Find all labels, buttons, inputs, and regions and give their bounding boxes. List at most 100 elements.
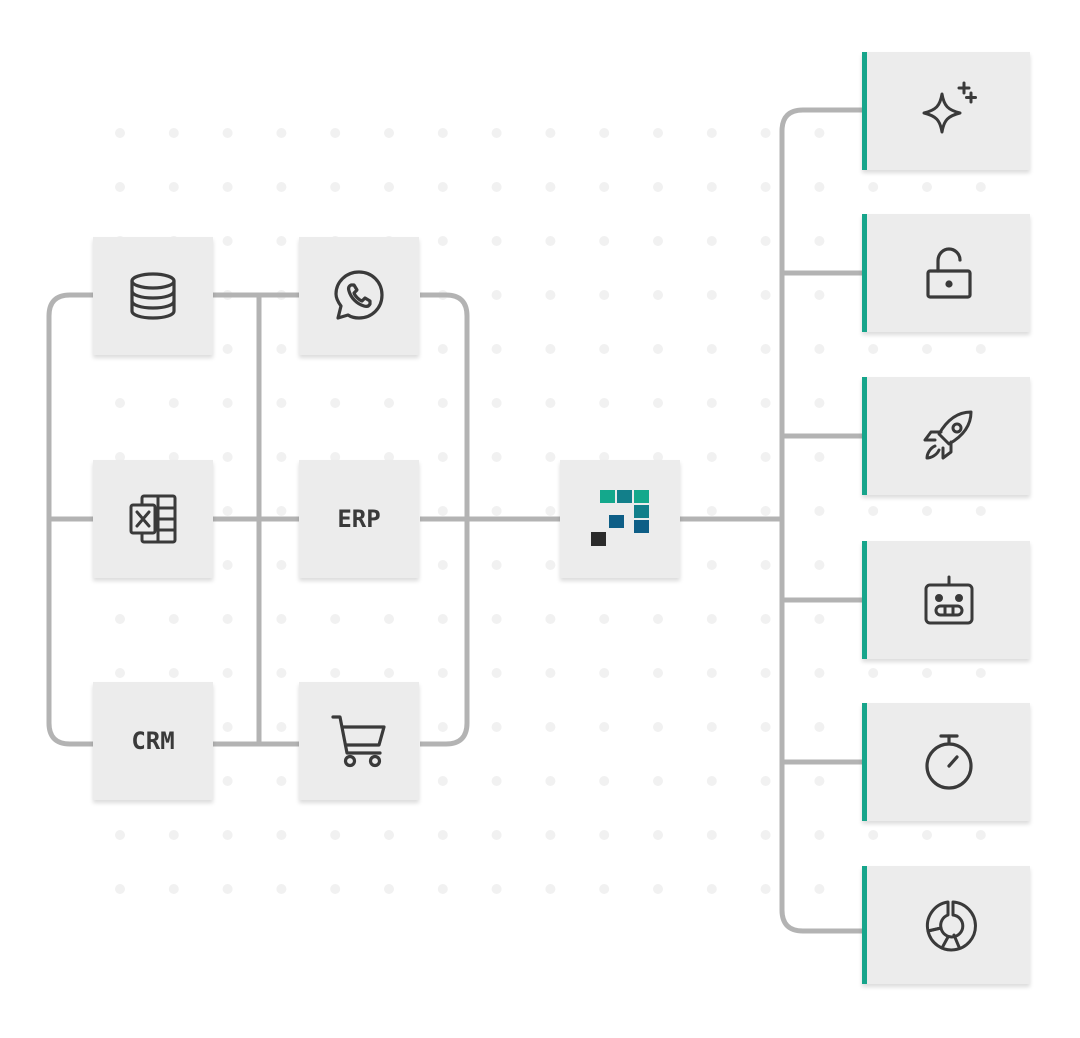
grid-dot: [222, 344, 233, 354]
grid-dot: [814, 290, 825, 300]
grid-dot: [545, 290, 556, 300]
output-analytics-tile[interactable]: [862, 866, 1030, 984]
grid-dot: [706, 614, 717, 624]
grid-dot: [222, 884, 233, 894]
grid-dot: [706, 398, 717, 408]
output-timer-tile[interactable]: [862, 703, 1030, 821]
grid-dot: [384, 398, 394, 408]
grid-dot: [760, 614, 771, 624]
grid-dot: [545, 830, 556, 840]
grid-dot: [922, 344, 932, 354]
grid-dot: [545, 452, 556, 462]
source-crm-tile[interactable]: CRM: [93, 682, 213, 800]
grid-dot: [491, 776, 502, 786]
output-launch-tile[interactable]: [862, 377, 1030, 495]
grid-dot: [653, 344, 663, 354]
grid-dot: [760, 290, 771, 300]
source-erp-tile[interactable]: ERP: [299, 460, 419, 578]
source-whatsapp-tile[interactable]: [299, 237, 419, 355]
grid-dot: [814, 560, 825, 570]
grid-dot: [706, 452, 717, 462]
grid-dot: [168, 614, 179, 624]
grid-dot: [168, 398, 179, 408]
grid-dot: [599, 776, 610, 786]
grid-dot: [276, 830, 287, 840]
grid-dot: [975, 506, 986, 516]
grid-dot: [437, 398, 448, 408]
output-unlock-tile[interactable]: [862, 214, 1030, 332]
grid-dot: [706, 236, 717, 246]
grid-dot: [168, 830, 179, 840]
grid-dot: [922, 830, 932, 840]
grid-dot: [168, 128, 179, 138]
grid-dot: [760, 830, 771, 840]
grid-dot: [168, 884, 179, 894]
grid-dot: [276, 722, 287, 732]
grid-dot: [491, 722, 502, 732]
grid-dot: [491, 830, 502, 840]
output-ai-tile[interactable]: [862, 52, 1030, 170]
grid-dot: [276, 506, 287, 516]
grid-dot: [222, 722, 233, 732]
source-excel-tile[interactable]: [93, 460, 213, 578]
grid-dot: [330, 182, 341, 192]
grid-dot: [922, 668, 932, 678]
database-icon: [127, 270, 179, 322]
grid-dot: [922, 506, 932, 516]
grid-dot: [115, 128, 125, 138]
grid-dot: [760, 560, 771, 570]
grid-dot: [760, 128, 771, 138]
grid-dot: [276, 182, 287, 192]
grid-dot: [814, 722, 825, 732]
grid-dot: [653, 290, 663, 300]
grid-dot: [814, 776, 825, 786]
stopwatch-icon: [922, 732, 976, 792]
grid-dot: [437, 182, 448, 192]
grid-dot: [115, 398, 125, 408]
whatsapp-icon: [331, 268, 387, 324]
grid-dot: [384, 614, 394, 624]
grid-dot: [115, 668, 125, 678]
grid-dot: [437, 830, 448, 840]
grid-dot: [814, 236, 825, 246]
source-shop-tile[interactable]: [299, 682, 419, 800]
grid-dot: [760, 344, 771, 354]
grid-dot: [814, 614, 825, 624]
donut-chart-icon: [921, 897, 977, 953]
grid-dot: [384, 128, 394, 138]
grid-dot: [330, 830, 341, 840]
grid-dot: [545, 722, 556, 732]
grid-dot: [814, 506, 825, 516]
grid-dot: [222, 668, 233, 678]
grid-dot: [115, 182, 125, 192]
grid-dot: [760, 722, 771, 732]
grid-dot: [222, 614, 233, 624]
shopping-cart-icon: [330, 713, 388, 769]
grid-dot: [437, 722, 448, 732]
grid-dot: [330, 884, 341, 894]
grid-dot: [922, 182, 932, 192]
grid-dot: [706, 560, 717, 570]
hub-tile[interactable]: [560, 460, 680, 578]
grid-dot: [975, 182, 986, 192]
grid-dot: [491, 344, 502, 354]
grid-dot: [599, 398, 610, 408]
grid-dot: [975, 344, 986, 354]
grid-dot: [653, 776, 663, 786]
grid-dot: [760, 668, 771, 678]
grid-dot: [760, 236, 771, 246]
grid-dot: [653, 722, 663, 732]
grid-dot: [653, 398, 663, 408]
source-database-tile[interactable]: [93, 237, 213, 355]
grid-dot: [706, 290, 717, 300]
grid-dot: [868, 830, 879, 840]
output-robot-tile[interactable]: [862, 541, 1030, 659]
grid-dot: [545, 506, 556, 516]
grid-dot: [545, 236, 556, 246]
grid-dot: [653, 452, 663, 462]
grid-dot: [437, 506, 448, 516]
grid-dot: [437, 344, 448, 354]
grid-dot: [545, 182, 556, 192]
grid-dot: [545, 344, 556, 354]
